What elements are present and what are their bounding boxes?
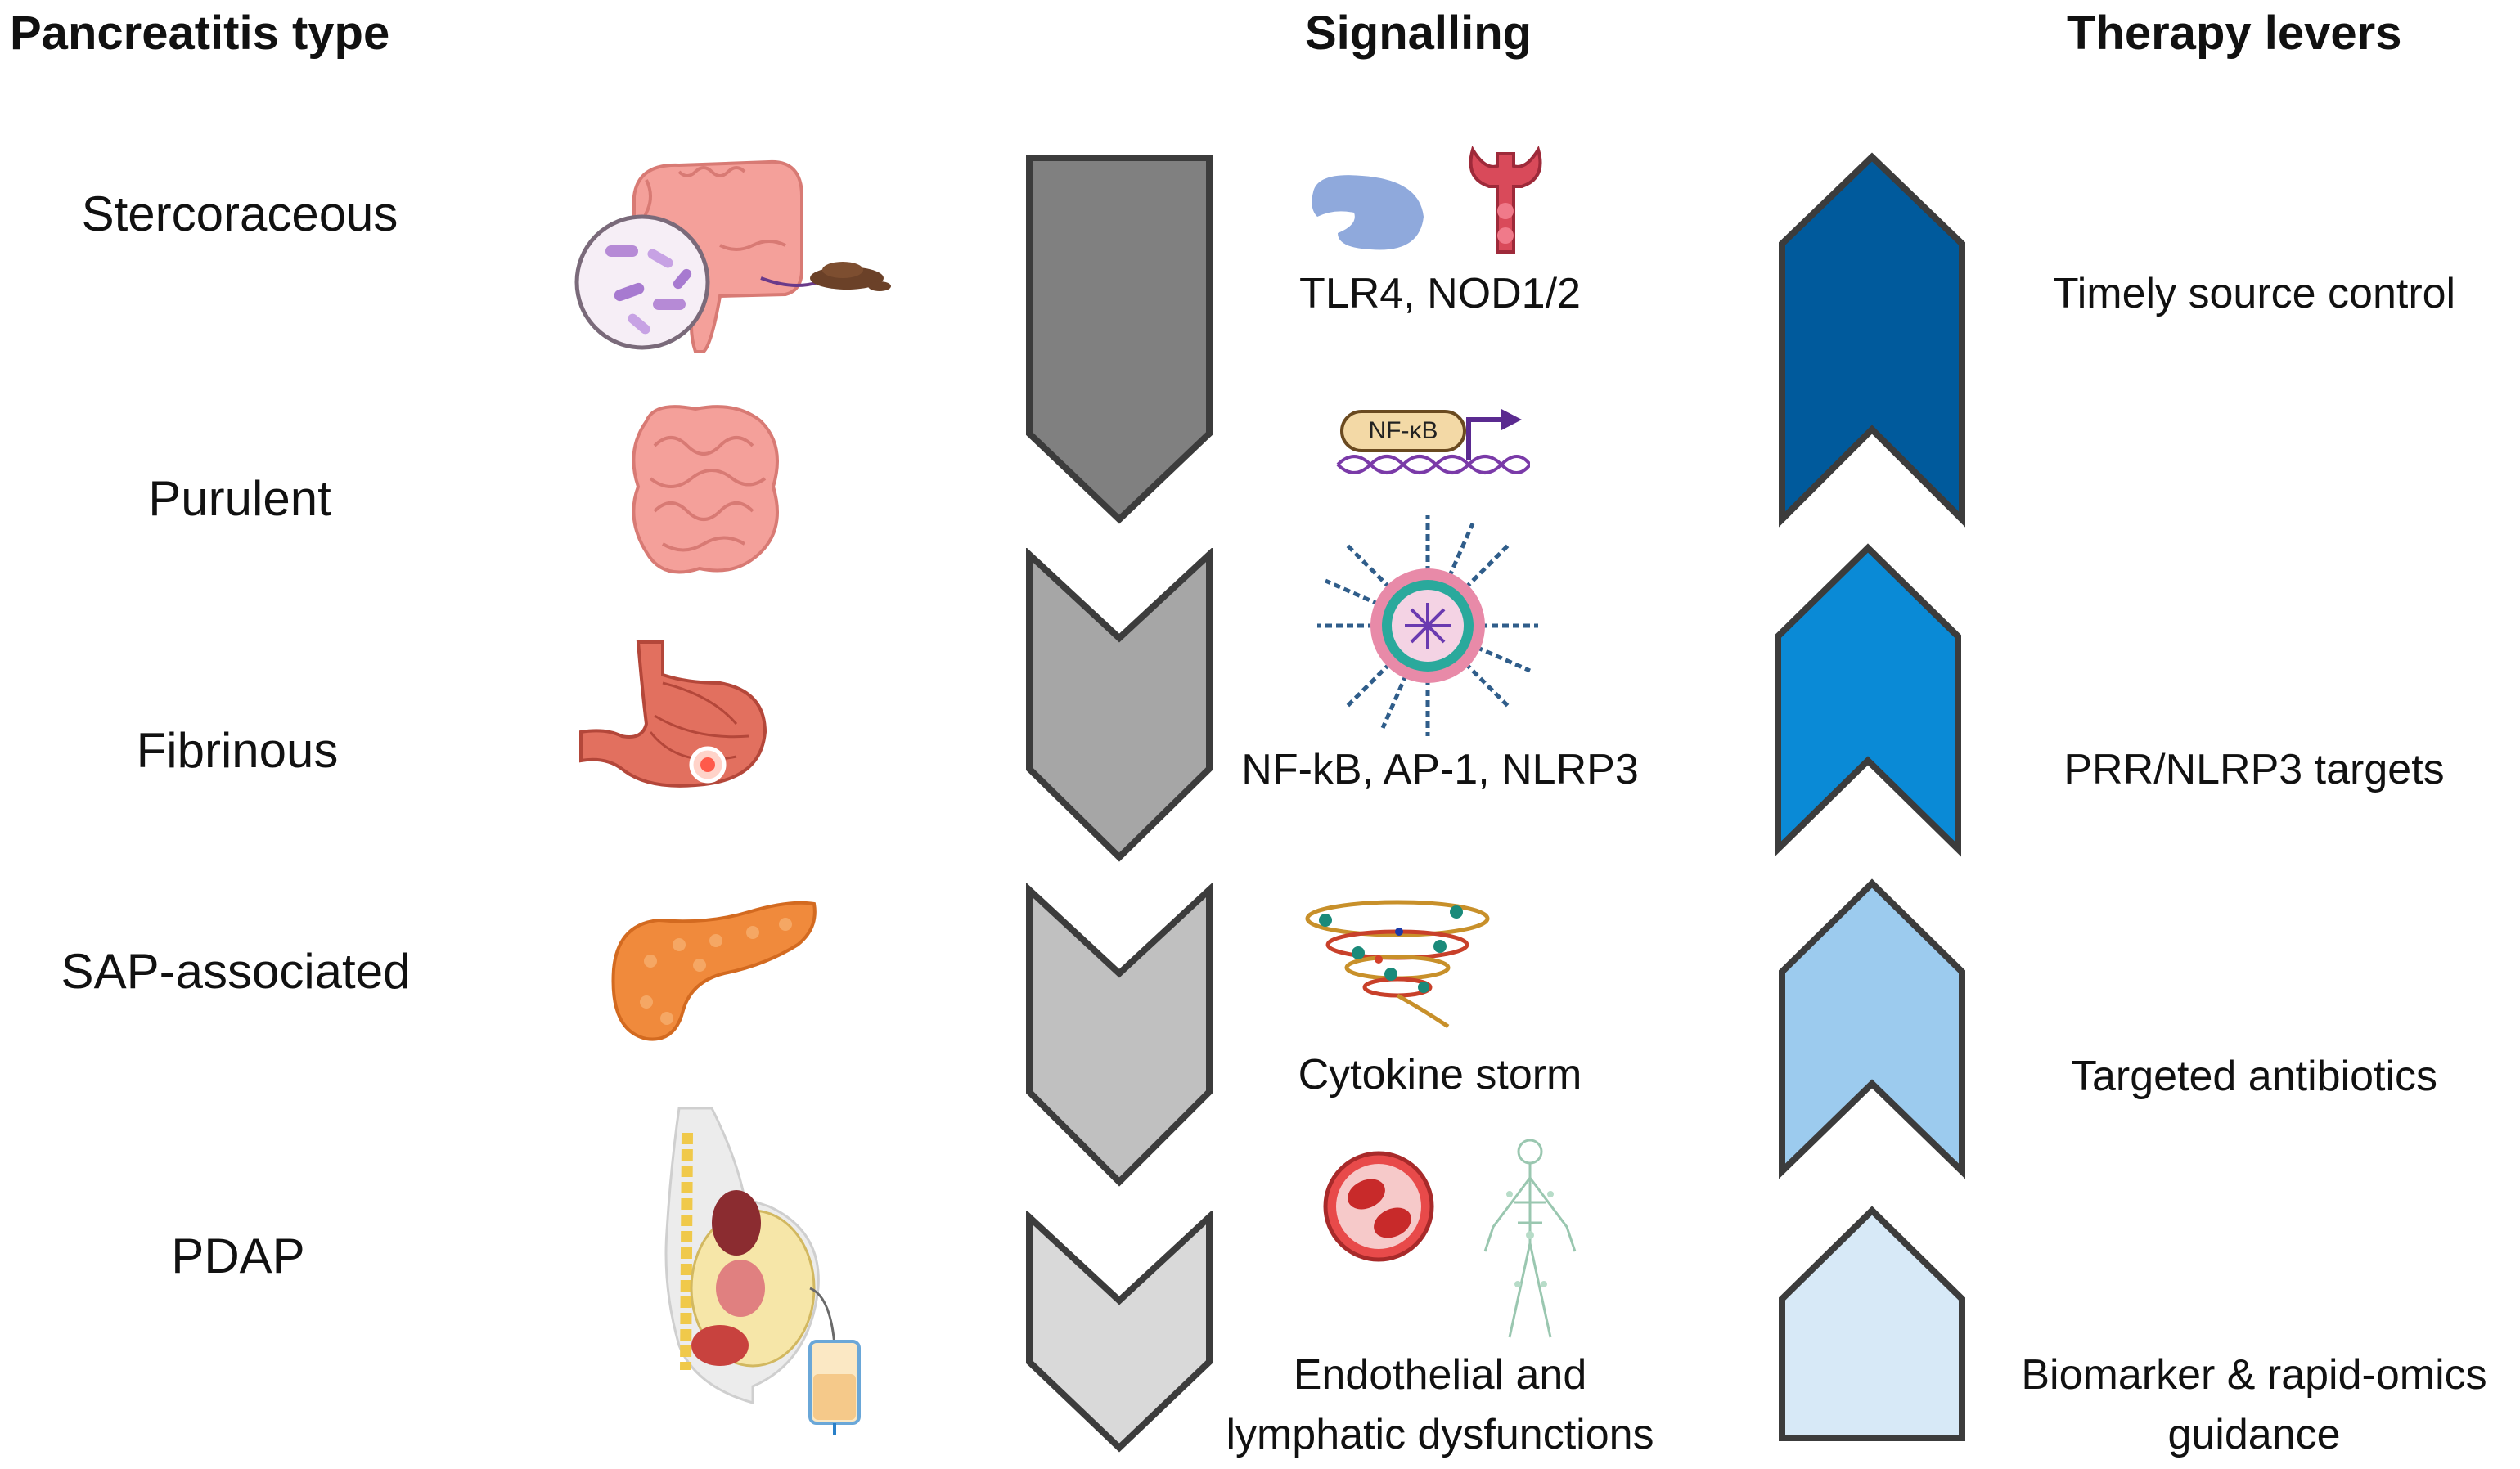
type-label-fibrinous: Fibrinous <box>136 723 339 778</box>
pancreas-icon <box>611 901 817 1041</box>
inflammasome-icon <box>1317 515 1538 736</box>
nfkb-label: NF-κB <box>1369 417 1438 444</box>
therapy-label-prr-nlrp3: PRR/NLRP3 targets <box>2063 746 2445 793</box>
signalling-label-endothelial-line2: lymphatic dysfunctions <box>1226 1411 1654 1458</box>
signalling-arrow-3 <box>1026 883 1213 1187</box>
nod-receptor-icon <box>1469 146 1542 254</box>
small-intestine-icon <box>632 405 779 574</box>
therapy-label-antibiotics: Targeted antibiotics <box>2070 1053 2438 1100</box>
signalling-arrow-4-shape <box>1026 1211 1213 1453</box>
therapy-arrow-4-shape <box>1779 1206 1965 1441</box>
therapy-arrow-3-shape <box>1779 878 1965 1179</box>
nfkb-transcription-icon: NF-κB <box>1336 409 1530 474</box>
therapy-label-biomarker-line1: Biomarker & rapid-omics <box>2021 1351 2487 1399</box>
peritoneal-drainage-icon <box>664 1107 861 1435</box>
cytokine-storm-icon <box>1305 900 1490 1029</box>
signalling-arrow-2 <box>1026 548 1213 862</box>
signalling-label-cytokine-storm: Cytokine storm <box>1298 1051 1582 1098</box>
therapy-label-biomarker-line2: guidance <box>2167 1411 2341 1458</box>
therapy-arrow-2-shape <box>1775 543 1961 857</box>
signalling-label-tlr4-nod: TLR4, NOD1/2 <box>1299 270 1581 317</box>
signalling-label-endothelial-line1: Endothelial and <box>1293 1351 1587 1399</box>
type-label-purulent: Purulent <box>148 471 331 526</box>
therapy-arrow-3 <box>1779 878 1965 1179</box>
lymphatic-system-icon <box>1483 1139 1577 1338</box>
signalling-arrow-1-shape <box>1026 155 1213 524</box>
stomach-icon <box>579 640 767 788</box>
signalling-arrow-4 <box>1026 1211 1213 1453</box>
type-label-pdap: PDAP <box>171 1229 305 1283</box>
header-therapy-levers: Therapy levers <box>2067 7 2402 60</box>
therapy-arrow-2 <box>1775 543 1961 857</box>
signalling-label-nfkb-ap1-nlrp3: NF-kB, AP-1, NLRP3 <box>1241 746 1639 793</box>
therapy-label-source-control: Timely source control <box>2052 270 2456 317</box>
header-signalling: Signalling <box>1305 7 1532 60</box>
signalling-arrow-2-shape <box>1026 548 1213 862</box>
type-label-stercoraceous: Stercoraceous <box>81 186 398 241</box>
therapy-arrow-4 <box>1779 1206 1965 1441</box>
therapy-arrow-1 <box>1779 152 1965 528</box>
tlr4-receptor-icon <box>1312 175 1424 250</box>
type-label-sap-associated: SAP-associated <box>61 944 411 999</box>
signalling-arrow-1 <box>1026 155 1213 524</box>
red-blood-cell-icon <box>1323 1151 1434 1262</box>
therapy-arrow-1-shape <box>1779 152 1965 528</box>
signalling-arrow-3-shape <box>1026 883 1213 1187</box>
header-pancreatitis-type: Pancreatitis type <box>10 7 390 60</box>
colon-with-bacteria-icon <box>574 159 891 353</box>
